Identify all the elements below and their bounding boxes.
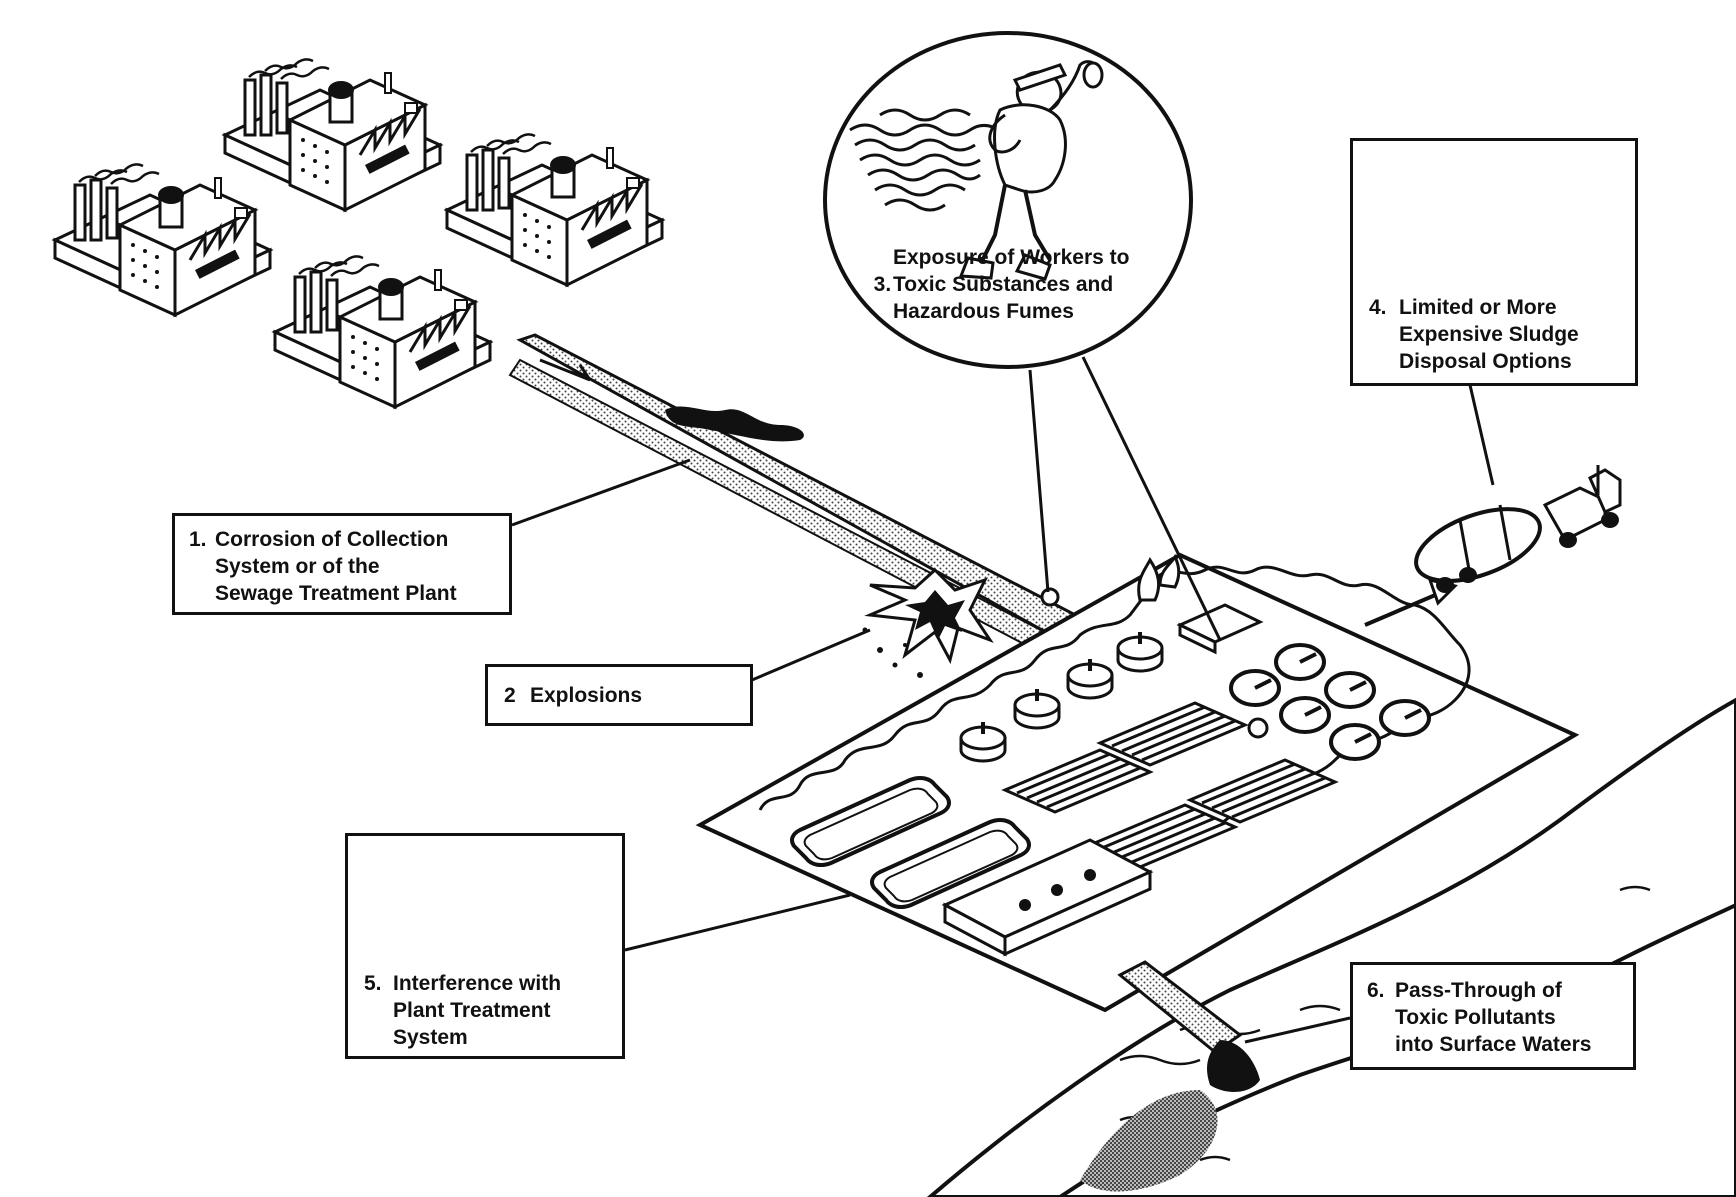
- callout-3-text-block: 3.: [862, 244, 892, 298]
- callout-4-text: Limited or More Expensive Sludge Disposa…: [1399, 296, 1579, 373]
- leader-lines: [511, 356, 1495, 1044]
- callout-4-number: 4.: [1369, 296, 1387, 319]
- callout-1: 1. Corrosion of Collection System or of …: [172, 513, 512, 615]
- lagoon: [790, 775, 951, 868]
- callout-1-text: Corrosion of Collection System or of the…: [215, 528, 457, 605]
- callout-5: 5. Interference with Plant Treatment Sys…: [345, 833, 625, 1059]
- callout-2-number: 2: [504, 684, 516, 707]
- outfall-pipe: [1117, 960, 1260, 1092]
- callout-2: 2 Explosions: [485, 664, 753, 726]
- lagoon: [870, 817, 1031, 910]
- callout-2-text: Explosions: [530, 684, 643, 707]
- river: [926, 697, 1736, 1197]
- factory-icon: [53, 162, 272, 317]
- tanker-truck-icon: [1414, 465, 1622, 593]
- callout-1-number: 1.: [189, 528, 207, 551]
- factory-icon: [223, 57, 442, 212]
- callout-3-circle: [823, 31, 1193, 369]
- sludge-building: [941, 838, 1154, 957]
- treatment-plant: [695, 552, 1580, 1013]
- callout-4: 4. Limited or More Expensive Sludge Disp…: [1350, 138, 1638, 386]
- polluted-plume: [1080, 1090, 1218, 1192]
- callout-5-text: Interference with Plant Treatment System: [393, 972, 562, 1049]
- factory-icon: [445, 132, 664, 287]
- callout-3-number: 3.: [873, 273, 892, 296]
- callout-5-number: 5.: [364, 972, 382, 995]
- worker-with-fumes-icon: [849, 60, 1104, 281]
- corrosion-damage: [665, 406, 804, 442]
- callout-6: 6. Pass-Through of Toxic Pollutants into…: [1350, 962, 1636, 1070]
- callout-6-text: Pass-Through of Toxic Pollutants into Su…: [1395, 979, 1592, 1056]
- explosion-burst-icon: [862, 567, 994, 678]
- factory-icon: [273, 254, 492, 409]
- callout-6-number: 6.: [1367, 979, 1385, 1002]
- callout-3-text: Exposure of Workers to Toxic Substances …: [893, 246, 1130, 323]
